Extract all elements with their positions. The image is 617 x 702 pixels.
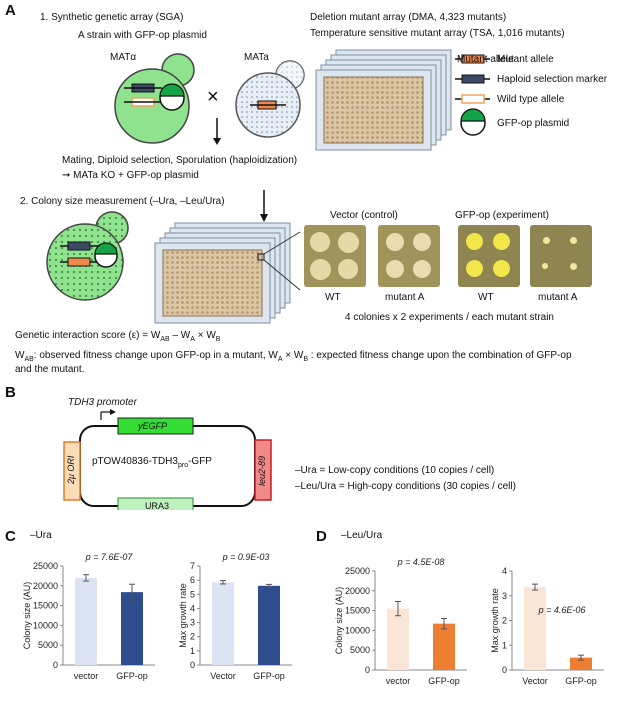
score-definition: WAB: observed fitness change upon GFP-op… [15,350,572,363]
yegfp-label: yEGFP [138,421,168,431]
legend-label-mutant: Mutant allele [497,54,554,65]
x-tick-label: Vector [210,671,236,681]
y-tick-label: 0 [190,660,195,670]
y-axis-label: Max growth rate [178,583,188,648]
y-tick-label: 15000 [33,601,58,611]
y-tick-label: 5000 [350,645,370,655]
y-tick-label: 5000 [38,640,58,650]
bar [570,657,592,670]
mat-a-cell [235,60,305,138]
y-tick-label: 5 [190,589,195,599]
y-tick-label: 20000 [33,581,58,591]
x-tick-label: GFP-op [116,671,148,681]
label-mutant-1: mutant A [385,292,425,303]
panel-a-graphics [46,49,490,324]
bar [121,592,143,665]
bar [524,587,546,670]
y-tick-label: 7 [190,561,195,571]
mat-alpha-label: MATα [110,52,137,63]
p-value: p = 4.6E-06 [538,605,586,615]
strain-label: A strain with GFP-op plasmid [78,30,207,41]
legend-label-gfp: GFP-op plasmid [497,118,570,129]
plate-gfp-wt [458,225,520,287]
legend-label-wildtype: Wild type allele [497,94,565,105]
bar [433,623,455,670]
x-tick-label: GFP-op [565,676,597,686]
panel-label-a: A [5,2,16,19]
y-tick-label: 2 [190,632,195,642]
legend-label-haploid: Haploid selection marker [497,74,608,85]
bar [75,577,97,665]
score-definition-line2: and the mutant. [15,364,85,375]
y-tick-label: 10000 [33,620,58,630]
y-tick-label: 2 [502,616,507,626]
panel-label-c: C [5,528,16,545]
cross-symbol: × [207,86,219,108]
bar [387,608,409,670]
mutant-array-plates [315,49,452,151]
y-tick-label: 15000 [345,606,370,616]
label-wt-2: WT [478,292,494,303]
y-tick-label: 25000 [345,566,370,576]
y-tick-label: 1 [190,646,195,656]
promoter-label: TDH3 promoter [68,397,137,408]
dma-label: Deletion mutant array (DMA, 4,323 mutant… [310,12,507,23]
y-tick-label: 4 [190,603,195,613]
plasmid-name: pTOW40836-TDH3pro-GFP [92,456,212,469]
condition-high: –Leu/Ura = High-copy conditions (30 copi… [295,481,516,492]
condition-c: –Ura [30,530,52,541]
p-value: p = 0.9E-03 [222,552,270,562]
mating-text: Mating, Diploid selection, Sporulation (… [62,155,298,166]
y-tick-label: 20000 [345,586,370,596]
y-tick-label: 0 [365,665,370,675]
y-tick-label: 6 [190,575,195,585]
legend-mutant-allele: Mutant allele [457,54,514,65]
y-tick-label: 10000 [345,625,370,635]
plasmid-map [63,409,272,510]
legend-glyphs [455,54,490,136]
y-tick-label: 25000 [33,561,58,571]
y-axis-label: Colony size (AU) [22,582,32,650]
ura3-label: URA3 [145,501,170,511]
y-tick-label: 0 [53,660,58,670]
panel-label-b: B [5,384,16,401]
tsa-label: Temperature sensitive mutant array (TSA,… [310,28,565,39]
panel-label-d: D [316,528,327,545]
plate-vector-wt [304,225,366,287]
x-tick-label: GFP-op [428,676,460,686]
y-tick-label: 3 [502,591,507,601]
label-wt-1: WT [325,292,341,303]
y-axis-label: Max growth rate [490,588,500,653]
mat-a-label: MATa [244,52,269,63]
y-axis-label: Colony size (AU) [334,587,344,655]
measurement-plates [154,222,301,324]
x-tick-label: vector [74,671,99,681]
sga-step-title: 1. Synthetic genetic array (SGA) [40,12,184,23]
plate-vector-mutant [378,225,440,287]
p-value: p = 4.5E-08 [397,557,445,567]
x-tick-label: GFP-op [253,671,285,681]
result-text: ➞ MATa KO + GFP-op plasmid [62,170,199,181]
mata-ko-cell [46,211,129,301]
score-formula: Genetic interaction score (ε) = WAB – WA… [15,330,221,343]
x-tick-label: Vector [522,676,548,686]
y-tick-label: 4 [502,566,507,576]
y-tick-label: 1 [502,640,507,650]
colonies-note: 4 colonies x 2 experiments / each mutant… [345,312,554,323]
colony-step-title: 2. Colony size measurement (–Ura, –Leu/U… [20,196,225,207]
mat-alpha-cell [114,53,195,144]
gfp-title: GFP-op (experiment) [455,210,549,221]
y-tick-label: 0 [502,665,507,675]
condition-d: –Leu/Ura [341,530,383,541]
bar [212,582,234,665]
vector-title: Vector (control) [330,210,398,221]
p-value: p = 7.6E-07 [85,552,134,562]
bar [258,585,280,665]
y-tick-label: 3 [190,618,195,628]
condition-low: –Ura = Low-copy conditions (10 copies / … [295,465,495,476]
label-mutant-2: mutant A [538,292,578,303]
x-tick-label: vector [386,676,411,686]
plate-gfp-mutant [530,225,592,287]
